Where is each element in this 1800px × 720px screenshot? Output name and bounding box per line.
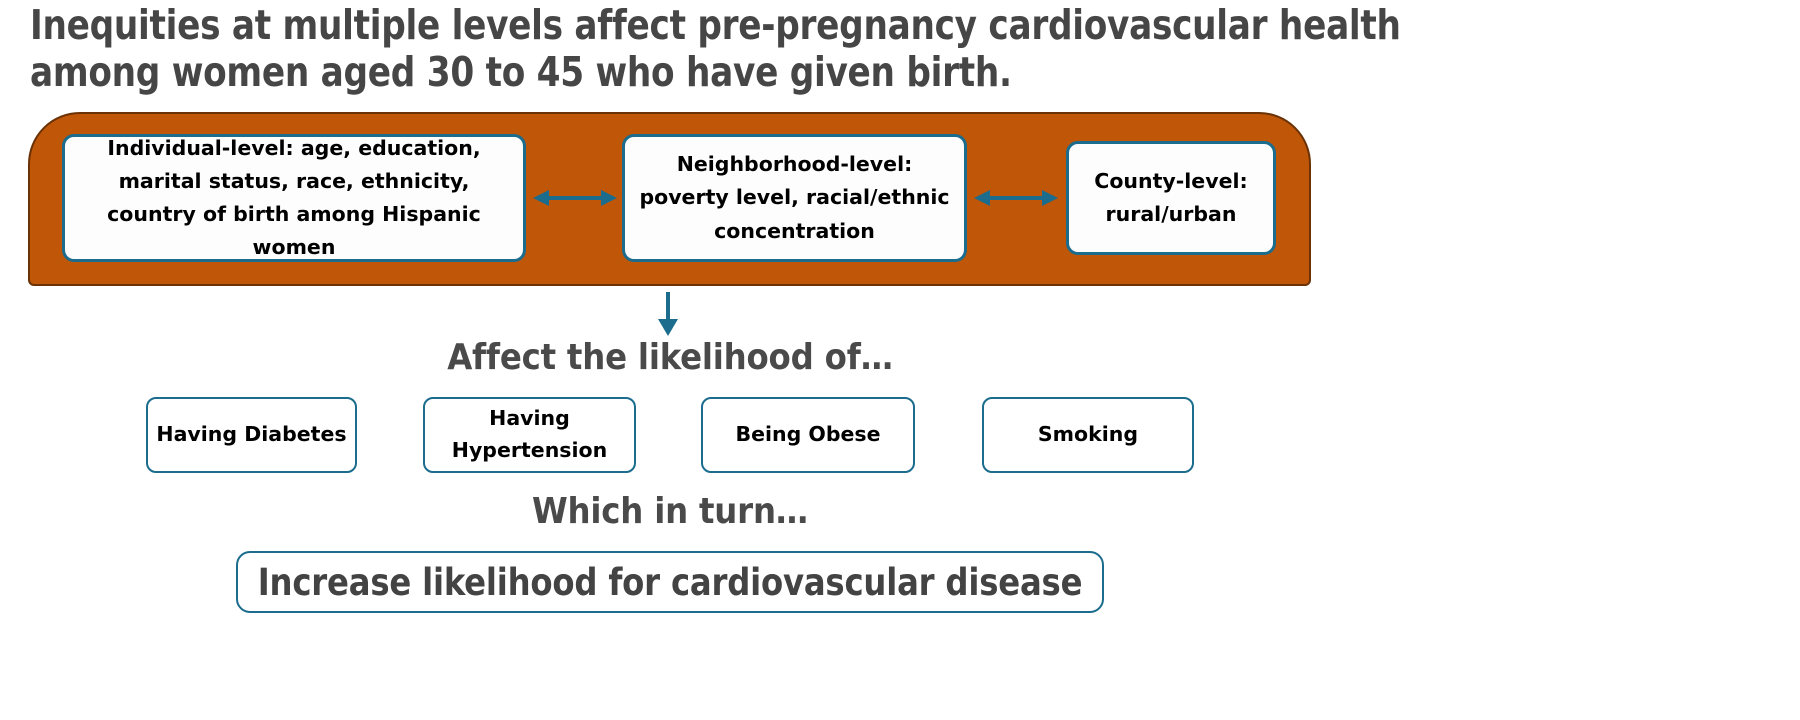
outcome-box-having-diabetes[interactable]: Having Diabetes	[146, 397, 357, 473]
outcome-box-smoking[interactable]: Smoking	[982, 397, 1194, 473]
outcome-box-having-hypertension[interactable]: Having Hypertension	[423, 397, 636, 473]
caption-which-in-turn: Which in turn…	[531, 491, 809, 532]
outcome-box-being-obese[interactable]: Being Obese	[701, 397, 915, 473]
caption-affect-likelihood: Affect the likelihood of…	[447, 337, 893, 378]
double-arrow-icon-individual-neighborhood	[533, 190, 617, 206]
final-outcome-box[interactable]: Increase likelihood for cardiovascular d…	[236, 551, 1104, 613]
level-box-county[interactable]: County-level: rural/urban	[1066, 141, 1276, 255]
down-arrow-icon	[658, 292, 678, 336]
level-box-individual[interactable]: Individual-level: age, education, marita…	[62, 134, 526, 262]
double-arrow-icon-neighborhood-county	[974, 190, 1058, 206]
page-title: Inequities at multiple levels affect pre…	[30, 1, 1401, 97]
level-box-neighborhood[interactable]: Neighborhood-level: poverty level, racia…	[622, 134, 967, 262]
final-outcome-label: Increase likelihood for cardiovascular d…	[257, 560, 1083, 604]
